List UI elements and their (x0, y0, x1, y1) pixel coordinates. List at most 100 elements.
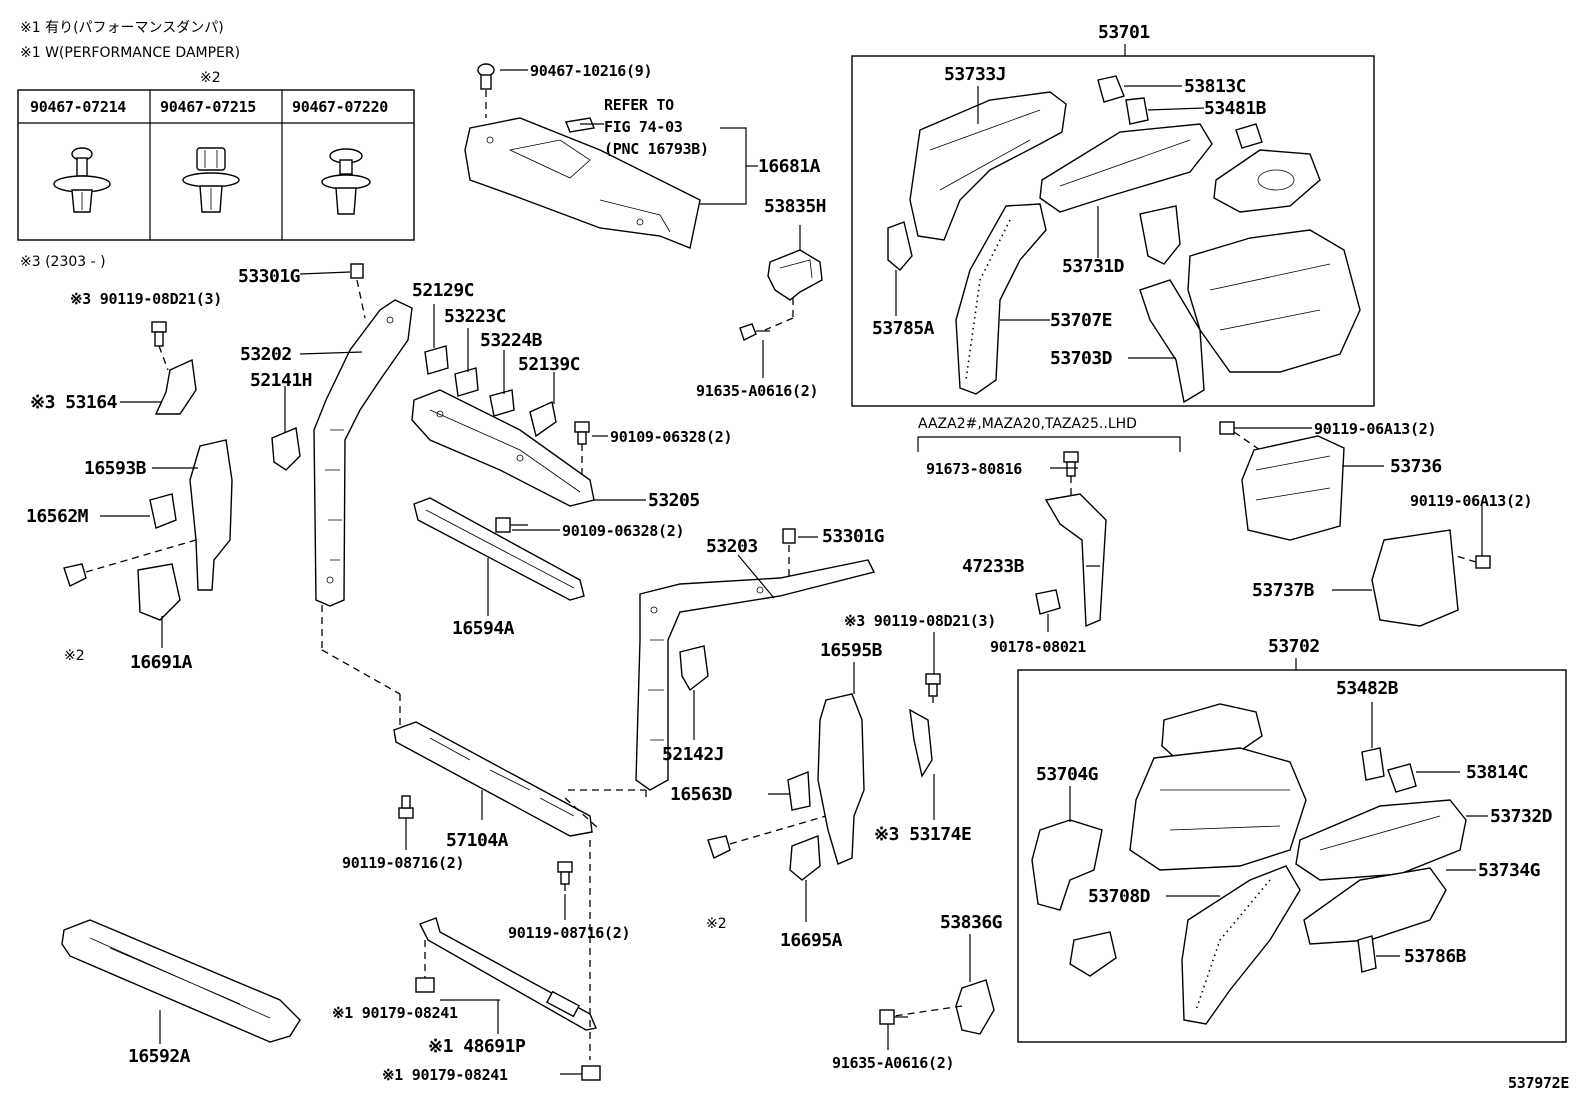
duct-16595B-shape (817, 693, 865, 865)
label-53733J: 53733J (944, 64, 1006, 85)
bracket-53704G-shape (1031, 819, 1103, 911)
bracket-upper-small-shape (1235, 123, 1263, 149)
refer-part-shape (565, 117, 595, 133)
duct-16563D-shape (787, 770, 811, 811)
label-53481B: 53481B (1204, 98, 1267, 119)
note-date-range: ※3 (2303 - ) (20, 254, 106, 270)
label-52139C: 52139C (518, 354, 580, 375)
bushing-90178-08021-shape (1035, 589, 1061, 615)
figure-id: 537972E (1508, 1074, 1569, 1092)
label-53223C: 53223C (444, 306, 506, 327)
clip-header-3: 90467-07220 (292, 98, 388, 116)
note-performance-damper-ja: ※1 有り(パフォーマンスダンパ) (20, 20, 224, 36)
part-labels: 90467-10216(9) REFER TO FIG 74-03 (PNC 1… (26, 62, 1570, 1092)
cushion-90179-08241-a-shape (415, 940, 435, 993)
bracket-53814C-shape (1387, 763, 1417, 793)
label-90178-08021: 90178-08021 (990, 638, 1086, 656)
apron-53707E-shape (955, 203, 1047, 395)
label-91673-80816: 91673-80816 (926, 460, 1022, 478)
applicability-label: AAZA2#,MAZA20,TAZA25..LHD (918, 416, 1137, 432)
bolt-90119-08D21-a-shape (151, 321, 169, 371)
label-16595B: 16595B (820, 640, 883, 661)
label-53703D: 53703D (1050, 348, 1113, 369)
label-52142J: 52142J (662, 744, 724, 765)
wheelhouse-upper-shape (1187, 229, 1361, 373)
crossmember-57104A-shape (321, 605, 647, 837)
clip-star2-left-shape (63, 539, 197, 587)
refer-line-1: REFER TO (604, 96, 674, 114)
bolt-91673-80816-shape (1063, 451, 1079, 498)
housing-lower-shape (1161, 703, 1263, 763)
label-90109-06328-top: 90109-06328(2) (610, 428, 732, 446)
seal-16594A-shape (413, 497, 585, 601)
label-90119-08D21-mid: ※3 90119-08D21(3) (844, 612, 996, 630)
panel-53736-detail (1255, 455, 1331, 501)
label-90119-06A13-right: 90119-06A13(2) (1410, 492, 1532, 510)
bracket-52141H-shape (271, 427, 301, 471)
bolt-90119-08716-b-shape (557, 861, 573, 896)
member-53732D-shape (1295, 799, 1467, 881)
label-53736: 53736 (1390, 456, 1442, 477)
bolt-90119-06A13-b-shape (1455, 555, 1491, 569)
label-16592A: 16592A (128, 1046, 191, 1067)
wheelhouse-lower-detail (1160, 789, 1290, 831)
bracket-53164-shape (154, 358, 197, 415)
label-53734G: 53734G (1478, 860, 1540, 881)
label-star2-mid: ※2 (706, 916, 727, 932)
brace-53174E-shape (909, 708, 933, 778)
note-performance-damper-en: ※1 W(PERFORMANCE DAMPER) (20, 45, 240, 61)
label-53202: 53202 (240, 344, 292, 365)
label-90179-08241-b: ※1 90179-08241 (382, 1066, 508, 1084)
refer-line-2: FIG 74-03 (604, 118, 683, 136)
label-53732D: 53732D (1490, 806, 1553, 827)
bolt-90119-06A13-a-shape (1219, 421, 1261, 451)
duct-16691A-shape (137, 563, 181, 621)
duct-16695A-shape (789, 835, 821, 881)
bracket-53813C-shape (1097, 75, 1125, 103)
label-53164: ※3 53164 (30, 392, 118, 413)
label-53707E: 53707E (1050, 310, 1112, 331)
assembly-53701-label: 53701 (1098, 22, 1150, 43)
label-53836G: 53836G (940, 912, 1002, 933)
duct-16562M-shape (149, 493, 177, 529)
bracket-52142J-shape (679, 645, 709, 692)
notes-block: ※1 有り(パフォーマンスダンパ) ※1 W(PERFORMANCE DAMPE… (20, 20, 240, 270)
brace-47233B-shape (1044, 493, 1107, 628)
label-90119-08D21-left: ※3 90119-08D21(3) (70, 290, 222, 308)
label-91635-a0616-bottom: 91635-A0616(2) (832, 1054, 954, 1072)
label-53708D: 53708D (1088, 886, 1151, 907)
bracket-53224B-shape (489, 389, 515, 417)
duct-16593B-shape (189, 439, 233, 591)
clip-90467-07220-image (321, 148, 371, 215)
label-53835H: 53835H (764, 196, 826, 217)
label-57104A: 57104A (446, 830, 509, 851)
bracket-53836G-shape (893, 979, 995, 1035)
label-90109-06328-bottom: 90109-06328(2) (562, 522, 684, 540)
clip-header-1: 90467-07214 (30, 98, 126, 116)
bracket-53835H-shape (764, 249, 823, 331)
panel-53733J-detail (929, 109, 1041, 191)
label-53224B: 53224B (480, 330, 543, 351)
bracket-53223C-shape (454, 367, 479, 397)
clip-53301G-a-shape (350, 263, 364, 279)
assembly-53701-frame (851, 55, 1375, 407)
cushion-90179-08241-b-shape (581, 1065, 601, 1081)
bracket-53482B-shape (1361, 747, 1385, 781)
bolt-91635-b-shape (879, 1009, 908, 1025)
clip-90467-10216-shape (477, 63, 495, 118)
bolt-91635-a-shape (739, 323, 770, 341)
clip-header-2: 90467-07215 (160, 98, 256, 116)
label-53814C: 53814C (1466, 762, 1528, 783)
bolt-90119-08D21-b-shape (925, 673, 941, 708)
member-53731D-detail (1059, 139, 1191, 187)
bracket-53481B-shape (1125, 97, 1149, 125)
assembly-53702: 53702 (1017, 636, 1567, 1043)
clip-star2-mid-shape (707, 815, 827, 859)
label-48691P: ※1 48691P (428, 1036, 526, 1057)
label-star2-left: ※2 (64, 648, 85, 664)
apron-53202-shape (313, 299, 413, 607)
label-52141H: 52141H (250, 370, 312, 391)
cover-16681A-shape (464, 117, 701, 249)
label-53813C: 53813C (1184, 76, 1246, 97)
wheelhouse-upper-detail (1209, 263, 1331, 331)
